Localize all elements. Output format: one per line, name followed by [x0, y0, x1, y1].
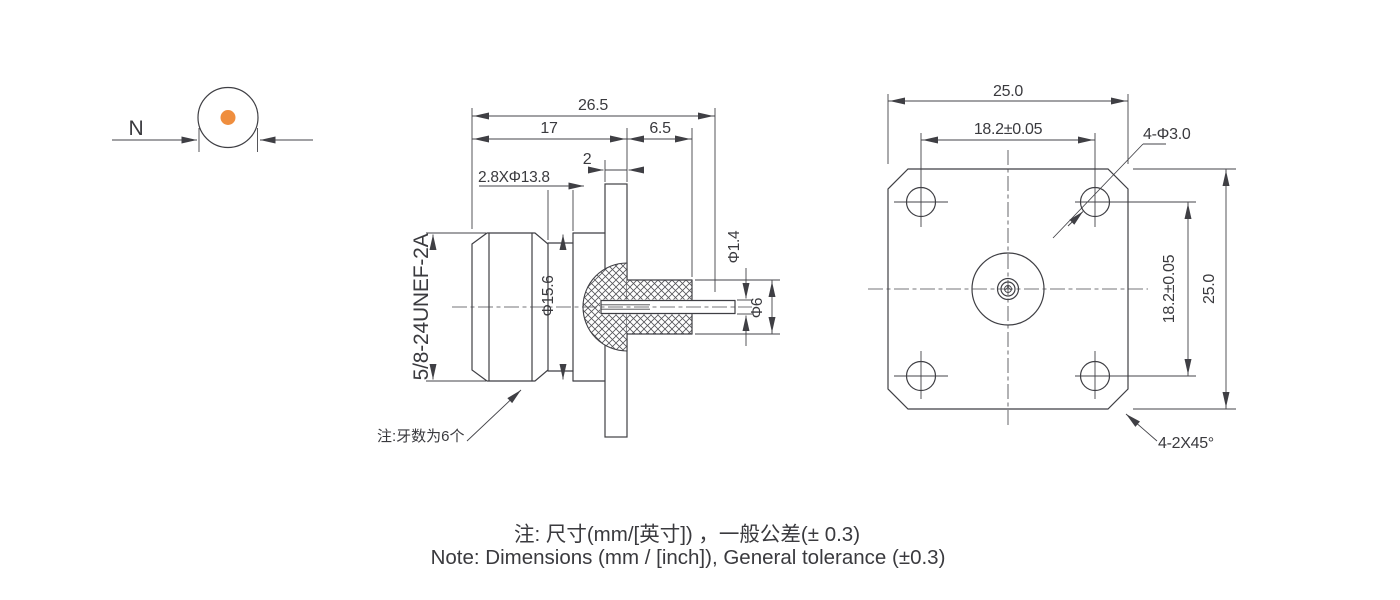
flange-outline	[887, 168, 1129, 410]
leader-line	[1125, 413, 1158, 442]
dim-pin-diameter: Φ1.4	[726, 230, 743, 263]
dim-mounting-holes: 4-Φ3.0	[1143, 126, 1191, 143]
n-face-symbol: N	[112, 86, 313, 152]
thread-spec-label: 5/8-24UNEF-2A	[410, 233, 433, 380]
footnotes: 注: 尺寸(mm/[英寸]) ，一般公差(± 0.3) Note: Dimens…	[431, 523, 946, 569]
connector-face-circle	[197, 86, 259, 149]
footnote-chinese: 注: 尺寸(mm/[英寸]) ，一般公差(± 0.3)	[514, 523, 860, 546]
mounting-hole	[1079, 360, 1111, 392]
dim-rear-length: 6.5	[649, 120, 671, 137]
dim-flange-height: 25.0	[1201, 274, 1218, 304]
footnote-english: Note: Dimensions (mm / [inch]), General …	[431, 546, 946, 569]
front-view: 25.0 18.2±0.05 4-Φ3.0 18.2±0.05 25.0 4-2…	[868, 83, 1236, 452]
center-pin-dot	[220, 110, 236, 125]
dim-flange-width: 25.0	[993, 83, 1023, 100]
dim-overall-length: 26.5	[578, 97, 608, 114]
dim-corner-chamfer: 4-2X45°	[1158, 435, 1214, 452]
dim-body-diameter: Φ15.6	[540, 275, 557, 316]
dim-front-length: 17	[540, 120, 558, 137]
thread-count-note: 注:牙数为6个	[377, 428, 465, 445]
dimension-lines	[888, 97, 1230, 442]
connector-series-label: N	[129, 117, 144, 140]
leader-line	[1052, 143, 1144, 239]
dim-flange-thickness: 2	[583, 151, 592, 168]
dimension-lines	[429, 112, 776, 380]
mounting-hole	[905, 186, 937, 218]
mounting-hole	[905, 360, 937, 392]
coupling-nut-outline	[471, 232, 549, 382]
dim-hole-spacing-vertical: 18.2±0.05	[1161, 254, 1178, 323]
extension-lines	[426, 108, 780, 382]
dim-thread-relief: 2.8XΦ13.8	[478, 169, 550, 186]
leader-line	[466, 389, 522, 442]
dim-insulator-diameter: Φ6	[749, 298, 766, 318]
extension-lines	[887, 94, 1236, 410]
mounting-hole	[1079, 186, 1111, 218]
side-view: 26.5 17 6.5 2 2.8XΦ13.8 5/8-24UNEF-2A Φ1…	[377, 97, 780, 445]
dim-hole-spacing-horizontal: 18.2±0.05	[974, 121, 1043, 138]
leader-arrow	[1067, 211, 1084, 227]
